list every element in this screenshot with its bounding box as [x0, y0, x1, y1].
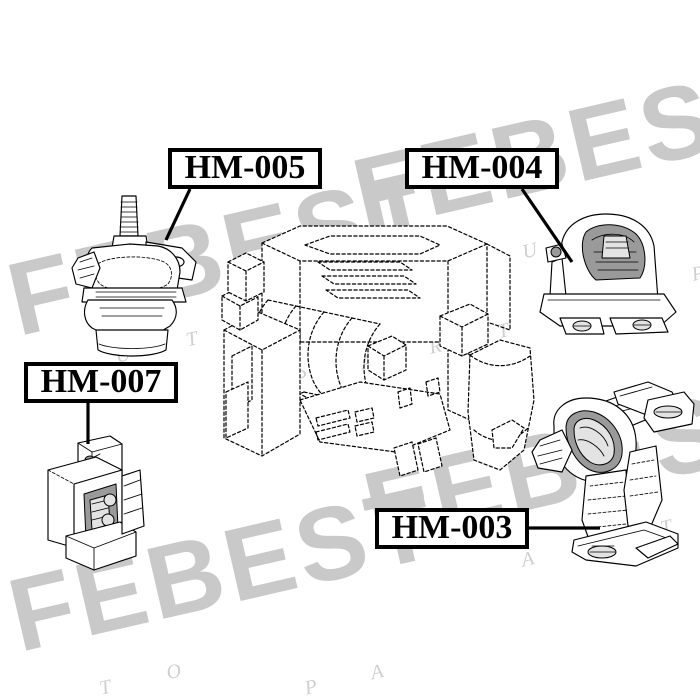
leader-lines	[86, 188, 600, 530]
callout-hm-004-label: HM-004	[421, 148, 543, 186]
leader-hm-005	[164, 188, 192, 241]
part-hm-004	[539, 213, 677, 335]
watermark-tagline: PA	[302, 647, 442, 700]
leader-hm-004	[520, 188, 574, 263]
watermark-tagline: P	[688, 262, 700, 286]
callout-hm-007[interactable]: HM-007	[24, 362, 178, 403]
part-hm-003	[531, 381, 695, 567]
part-hm-005	[71, 195, 197, 357]
callout-hm-003[interactable]: HM-003	[375, 508, 529, 549]
callout-hm-004[interactable]: HM-004	[405, 148, 559, 189]
callout-hm-005[interactable]: HM-005	[168, 148, 322, 189]
callout-hm-007-label: HM-007	[40, 362, 162, 400]
watermark-tagline: TO	[97, 646, 240, 699]
callout-hm-005-label: HM-005	[184, 148, 306, 186]
callout-hm-003-label: HM-003	[391, 508, 513, 546]
engine-assembly	[221, 225, 535, 477]
part-hm-007	[47, 435, 145, 571]
